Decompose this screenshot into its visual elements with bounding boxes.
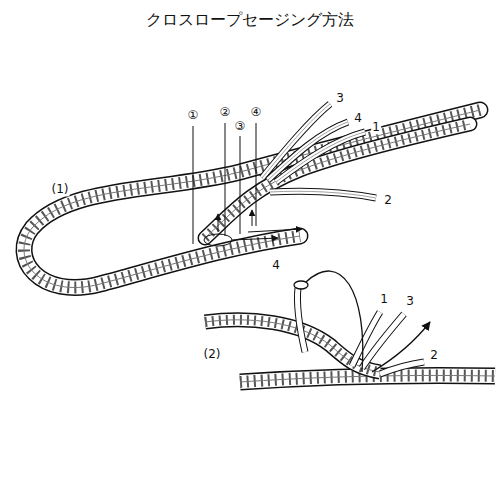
callout-number: ② bbox=[219, 106, 232, 119]
strand-number: 4 bbox=[271, 259, 281, 272]
strand-number: 1 bbox=[379, 293, 389, 306]
strand-number: 1 bbox=[371, 121, 381, 134]
leader-lines bbox=[193, 123, 302, 246]
rope-strands bbox=[262, 104, 376, 198]
rope-strands bbox=[297, 288, 424, 374]
strand-number: 2 bbox=[429, 349, 439, 362]
braided-rope bbox=[205, 320, 495, 382]
diagram-title: クロスロープセージング方法 bbox=[145, 11, 355, 29]
braided-rope bbox=[24, 110, 480, 288]
callout-number: ③ bbox=[234, 120, 247, 133]
panel-number: (1) bbox=[51, 183, 70, 196]
threading-path bbox=[294, 271, 430, 372]
callout-number: ① bbox=[187, 109, 200, 122]
strand-number: 3 bbox=[405, 295, 415, 308]
callout-number: ④ bbox=[250, 106, 263, 119]
strand-number: 3 bbox=[335, 92, 345, 105]
strand-number: 4 bbox=[353, 112, 363, 125]
panel-number: (2) bbox=[203, 348, 222, 361]
strand-number: 2 bbox=[383, 194, 393, 207]
